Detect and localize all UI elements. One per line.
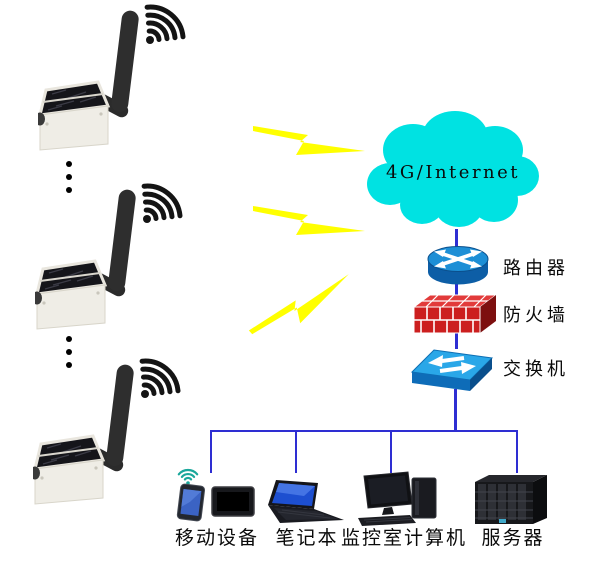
router-label: 路由器 [503, 258, 569, 279]
solar-gateway-device-2 [35, 181, 200, 336]
mobile-devices-label: 移动设备 [175, 527, 260, 549]
lightning-bolt-3 [245, 251, 355, 356]
connector-router-firewall [455, 282, 458, 297]
connector-firewall-switch [455, 333, 458, 349]
internet-cloud: 4G/Internet [367, 111, 539, 227]
laptop-label: 笔记本 [275, 527, 339, 549]
laptop-icon [268, 480, 344, 523]
drop-server [516, 430, 518, 473]
drop-monitor-pc [390, 430, 392, 473]
lightning-bolt-1 [253, 121, 366, 160]
monitor-pc-icon [358, 471, 437, 526]
router-icon [427, 246, 489, 285]
lightning-bolt-2 [253, 201, 366, 240]
firewall-label: 防火墙 [503, 305, 569, 326]
cloud-label: 4G/Internet [386, 162, 520, 183]
switch-icon [410, 349, 494, 391]
drop-mobile [210, 430, 212, 473]
solar-gateway-device-3 [33, 356, 198, 511]
bus-line [210, 430, 518, 432]
connector-cloud-router [455, 229, 458, 249]
firewall-icon [412, 294, 498, 334]
server-icon [475, 475, 547, 524]
server-label: 服务器 [481, 527, 545, 549]
switch-label: 交换机 [503, 359, 569, 380]
mobile-devices-icon [176, 468, 255, 522]
connector-switch-bus [454, 389, 457, 431]
ellipsis-dots-2 [66, 336, 72, 368]
ellipsis-dots-1 [66, 161, 72, 193]
drop-laptop [295, 430, 297, 473]
solar-gateway-device-1 [38, 2, 203, 157]
monitor-pc-label: 监控室计算机 [341, 527, 468, 549]
